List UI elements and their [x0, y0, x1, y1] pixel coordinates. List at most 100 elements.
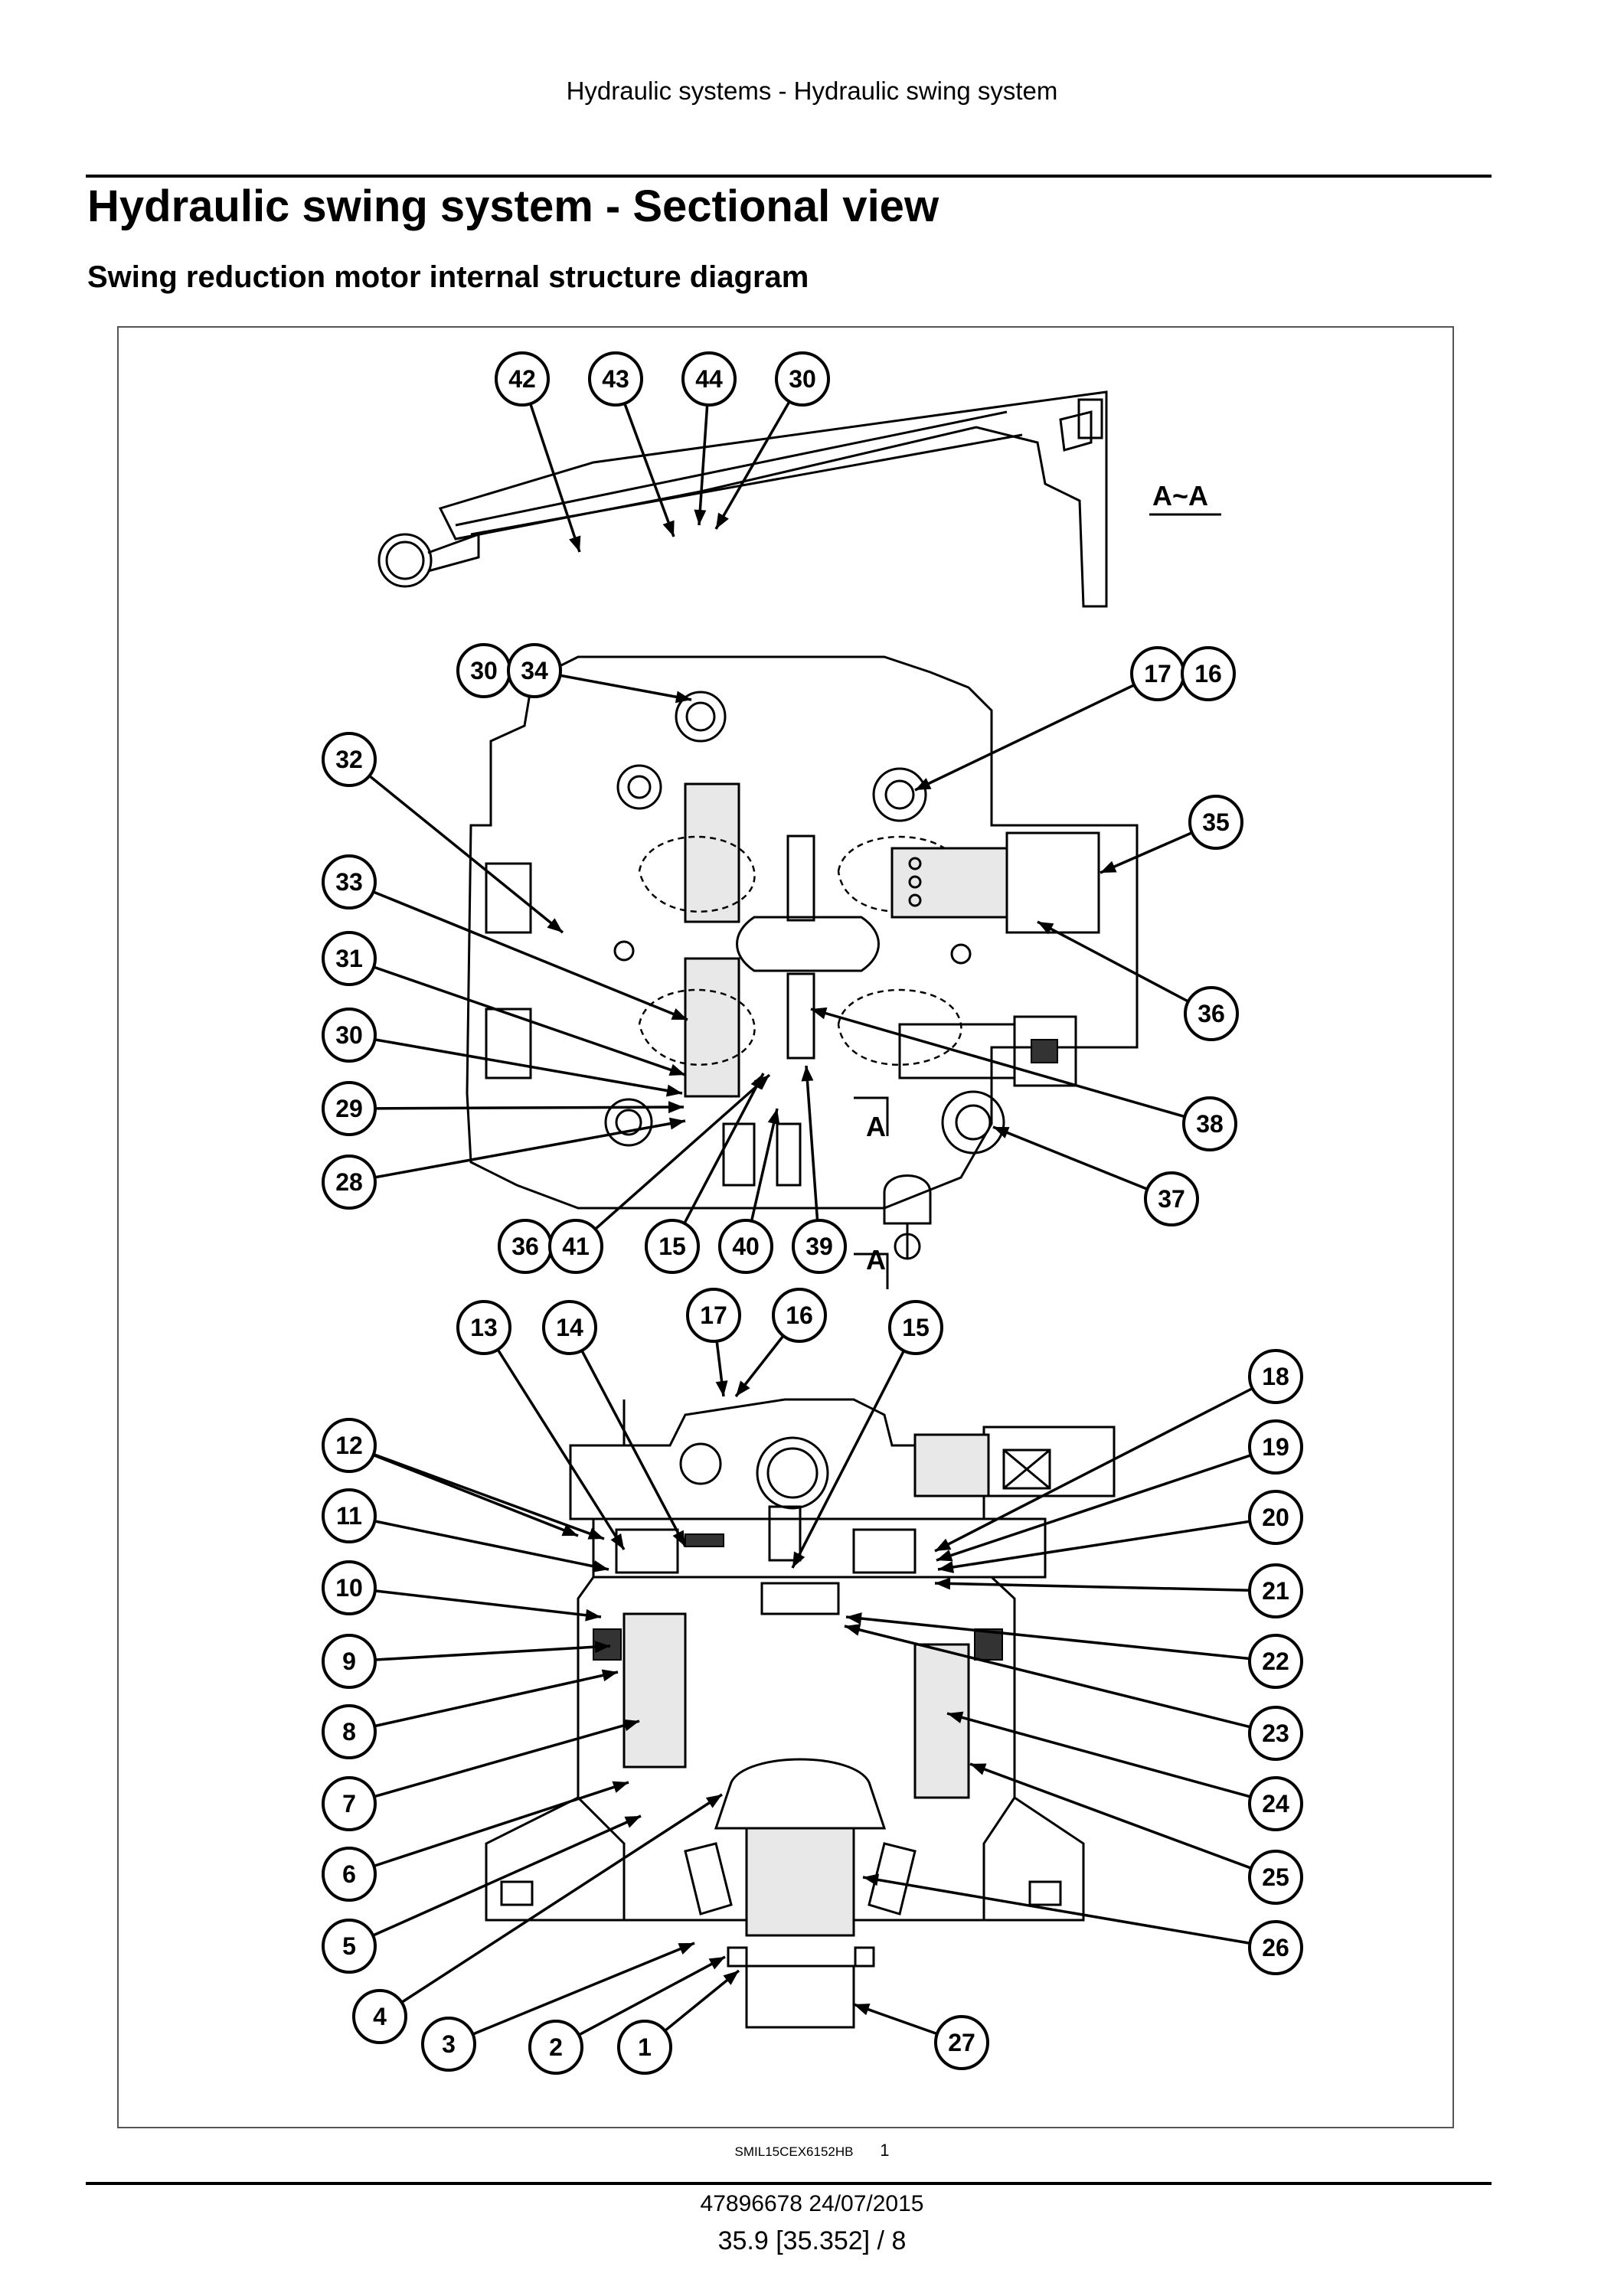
callout-number: 1: [638, 2033, 652, 2061]
arrowhead: [547, 918, 563, 932]
motor-elevation-view: [485, 1398, 1116, 2029]
arrowhead: [947, 1711, 964, 1724]
leader-line-13: [496, 1348, 626, 1550]
arrowhead: [938, 1561, 954, 1573]
callout-40: 40: [718, 1219, 773, 1274]
callout-number: 5: [342, 1932, 356, 1960]
arrowhead: [668, 1063, 685, 1076]
callout-number: 8: [342, 1718, 356, 1746]
leader-line-9: [374, 1644, 611, 1661]
footer-rule: [86, 2182, 1492, 2185]
callout-number: 11: [336, 1502, 362, 1530]
callout-27: 27: [934, 2015, 989, 2070]
footer-page-number: 35.9 [35.352] / 8: [717, 2226, 907, 2255]
arrowhead: [845, 1624, 861, 1636]
callout-1: 1: [617, 2020, 672, 2075]
callout-number: 25: [1262, 1863, 1289, 1891]
callout-7: 7: [322, 1776, 377, 1831]
arrowhead: [1037, 922, 1054, 935]
footer-doc-code: 47896678 24/07/2015: [700, 2191, 924, 2216]
arrowhead: [801, 1066, 814, 1082]
arrowhead: [715, 1380, 728, 1396]
header-rule: [86, 175, 1492, 178]
leader-line-5: [372, 1814, 642, 1937]
callout-number: 9: [342, 1648, 356, 1675]
caption-number: 1: [880, 2141, 890, 2160]
arrowhead: [668, 1117, 685, 1130]
arrowhead: [767, 1109, 780, 1125]
leader-line-8: [374, 1671, 619, 1728]
leader-line-40: [750, 1108, 779, 1222]
callout-number: 15: [658, 1233, 686, 1260]
callout-39: 39: [792, 1219, 847, 1274]
arrowhead: [678, 1943, 694, 1955]
callout-number: 42: [508, 365, 536, 393]
arrowhead: [708, 1957, 725, 1970]
callout-24: 24: [1248, 1776, 1303, 1831]
arrowhead: [915, 778, 932, 790]
arrowhead: [935, 1577, 951, 1590]
callout-30: 30: [456, 643, 511, 698]
leader-line-12: [372, 1453, 579, 1537]
leader-line-26: [862, 1876, 1250, 1945]
callout-number: 19: [1262, 1433, 1289, 1461]
callout-15: 15: [645, 1219, 700, 1274]
callout-5: 5: [322, 1919, 377, 1974]
callout-19: 19: [1248, 1419, 1303, 1475]
leader-line-17: [914, 684, 1135, 792]
callout-number: 12: [335, 1432, 363, 1459]
page-title: Hydraulic swing system - Sectional view: [87, 181, 939, 231]
callout-20: 20: [1248, 1490, 1303, 1545]
motor-plan-view: A A: [466, 655, 1139, 1289]
leader-line-10: [374, 1589, 602, 1618]
leader-line-39: [805, 1065, 819, 1221]
callout-30: 30: [322, 1008, 377, 1063]
callout-number: 18: [1262, 1363, 1289, 1390]
callout-10: 10: [322, 1560, 377, 1615]
leader-line-36: [1037, 920, 1189, 1003]
callout-25: 25: [1248, 1850, 1303, 1905]
callout-number: 3: [442, 2030, 456, 2058]
leader-line-15: [791, 1350, 906, 1569]
leader-line-38: [810, 1008, 1185, 1119]
arrowhead: [811, 1007, 828, 1020]
leader-line-4: [400, 1793, 723, 2004]
leader-line-18: [934, 1386, 1253, 1553]
callout-32: 32: [322, 732, 377, 787]
callout-number: 4: [373, 2003, 387, 2030]
callout-28: 28: [322, 1155, 377, 1210]
arrowhead: [935, 1538, 952, 1551]
arrowhead: [736, 1380, 750, 1396]
callout-number: 30: [470, 657, 498, 684]
callout-6: 6: [322, 1847, 377, 1902]
arrowhead: [612, 1781, 629, 1793]
callout-8: 8: [322, 1704, 377, 1759]
arrowhead: [970, 1763, 987, 1775]
callout-number: 16: [1194, 660, 1222, 687]
arrowhead: [569, 535, 581, 552]
callout-number: 15: [902, 1314, 930, 1341]
callout-18: 18: [1248, 1349, 1303, 1404]
callout-number: 20: [1262, 1504, 1289, 1531]
callout-30: 30: [775, 351, 830, 407]
callout-38: 38: [1182, 1096, 1237, 1151]
callout-16: 16: [1181, 646, 1236, 701]
arrowhead: [694, 509, 707, 525]
leader-line-28: [374, 1119, 686, 1179]
callout-23: 23: [1248, 1706, 1303, 1761]
callout-26: 26: [1248, 1920, 1303, 1975]
arrowhead: [610, 1533, 624, 1550]
diagram-frame: A~A: [117, 326, 1454, 2128]
leader-line-25: [969, 1762, 1252, 1870]
callout-29: 29: [322, 1081, 377, 1136]
section-marker-upper: A: [866, 1111, 886, 1142]
leader-line-24: [946, 1712, 1251, 1798]
callout-31: 31: [322, 931, 377, 986]
running-header: Hydraulic systems - Hydraulic swing syst…: [566, 77, 1058, 105]
arrowhead: [594, 1641, 610, 1654]
leader-line-29: [374, 1106, 685, 1110]
arrowhead: [662, 520, 675, 537]
callout-number: 6: [342, 1860, 356, 1888]
callout-9: 9: [322, 1634, 377, 1689]
callout-number: 10: [335, 1574, 363, 1602]
